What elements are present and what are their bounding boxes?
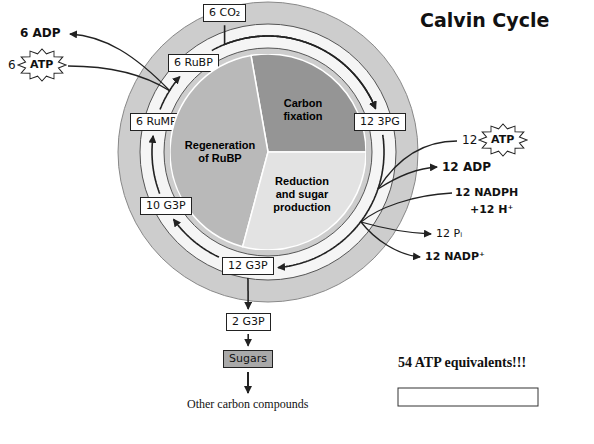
- box-label: 2 G3P: [232, 315, 265, 329]
- box-label: 12 G3P: [228, 259, 268, 273]
- outer-ring: [118, 2, 418, 302]
- box-label: 10 G3P: [146, 199, 186, 213]
- phosphate-label: 12 Pᵢ: [436, 227, 462, 241]
- box-label: Sugars: [229, 352, 267, 366]
- cofactor-label: 12 NADP⁺: [425, 250, 485, 264]
- energy-label: ATP: [30, 58, 53, 72]
- sector-label: Carbon fixation: [268, 97, 338, 123]
- cycle-arrow: [160, 77, 180, 110]
- quantity-label: 6: [8, 58, 16, 72]
- cycle-track: [140, 24, 396, 280]
- atp-starburst: [479, 124, 527, 156]
- sector-fill: [243, 152, 366, 250]
- output-box: 2 G3P: [226, 313, 271, 331]
- sector-shape: [170, 54, 366, 250]
- track-inner-edge: [164, 48, 372, 256]
- molecule-box: 12 3PG: [354, 113, 406, 131]
- product-label: Other carbon compounds: [187, 397, 308, 411]
- molecule-box: 12 G3P: [222, 257, 274, 275]
- proton-label: +12 H⁺: [470, 203, 513, 217]
- sector-fill: [251, 54, 366, 152]
- product-arrow: [247, 372, 249, 393]
- empty-box: [398, 388, 538, 406]
- atp-input-arrow: [68, 66, 170, 91]
- sector-label: Reduction and sugar production: [266, 175, 338, 214]
- molecule-box: 6 RuBP: [168, 54, 219, 72]
- cycle-arrow: [247, 278, 249, 309]
- energy-label: ATP: [491, 133, 514, 147]
- sector-label: Regeneration of RuBP: [180, 139, 260, 165]
- energy-label: 12 ADP: [442, 160, 491, 174]
- box-label: 12 3PG: [360, 115, 400, 129]
- cycle-arrow: [247, 334, 249, 346]
- nadp-output-arrow: [361, 222, 420, 257]
- box-label: 6 RuMP: [136, 115, 177, 129]
- cofactor-label: 12 NADPH: [455, 186, 518, 200]
- molecule-box: 10 G3P: [140, 197, 192, 215]
- box-label: 6 CO₂: [209, 6, 240, 20]
- phase-sector: Reduction and sugar production: [170, 54, 366, 250]
- diagram-title: Calvin Cycle: [420, 8, 549, 32]
- note-text: 54 ATP equivalents!!!: [398, 356, 526, 370]
- product-box: Sugars: [223, 350, 273, 368]
- input-box: 6 CO₂: [203, 4, 246, 22]
- adp-output-arrow: [378, 167, 437, 189]
- box-label: 6 RuBP: [174, 56, 213, 70]
- cycle-arrow: [152, 136, 160, 194]
- atp-starburst: [18, 49, 66, 81]
- energy-label: 6 ADP: [20, 26, 61, 40]
- quantity-label: 12: [462, 133, 477, 147]
- adp-output-arrow: [70, 34, 170, 91]
- phosphate-output-arrow: [361, 222, 431, 234]
